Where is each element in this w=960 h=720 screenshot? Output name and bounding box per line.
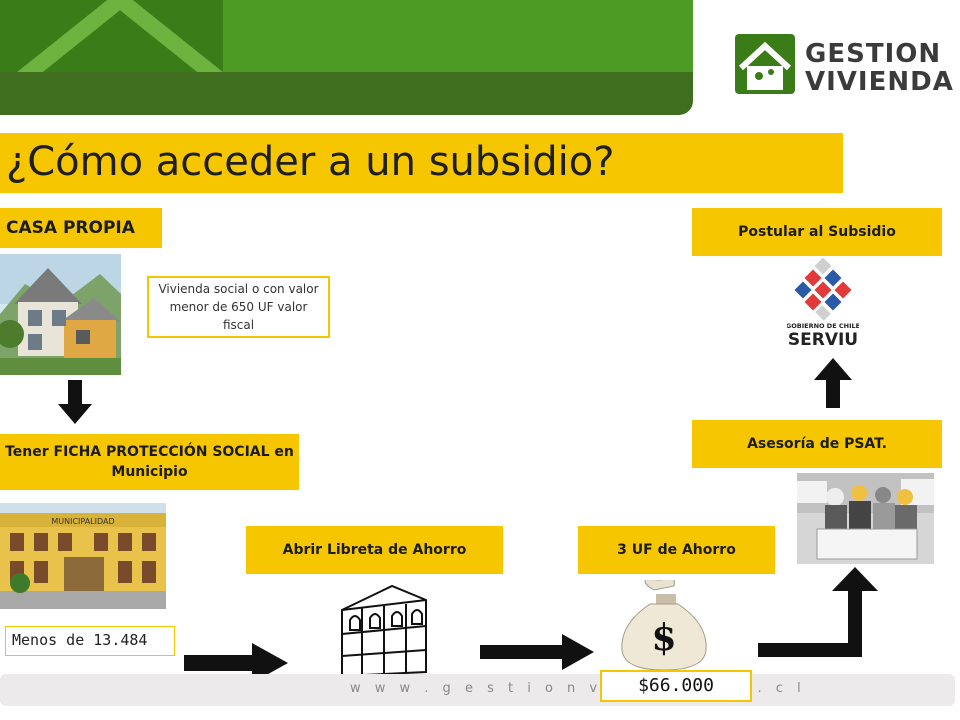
svg-text:$: $ — [651, 617, 676, 659]
brand-logo[interactable]: GESTION VIVIENDA — [733, 30, 953, 100]
arrow-down-icon — [58, 380, 92, 424]
serviu-logo: GOBIERNO DE CHILE SERVIU — [787, 258, 859, 350]
arrow-up-icon — [758, 567, 878, 657]
abrir-libreta-label: Abrir Libreta de Ahorro — [246, 526, 503, 574]
tres-uf-label: 3 UF de Ahorro — [578, 526, 775, 574]
arrow-right-icon-2 — [480, 634, 594, 670]
brand-name: GESTION VIVIENDA — [805, 40, 954, 96]
monto-ahorro-box: $66.000 — [600, 670, 752, 702]
menos-puntaje-label: Menos de 13.484 — [5, 626, 175, 656]
brand-line-2: VIVIENDA — [805, 67, 954, 97]
serviu-text: SERVIU — [788, 330, 858, 350]
vivienda-note: Vivienda social o con valor menor de 650… — [147, 276, 330, 338]
title-bar: ¿Cómo acceder a un subsidio? — [0, 133, 843, 193]
footer-bar: w w w . g e s t i o n v i v i e n d a . … — [0, 674, 955, 706]
house-image — [0, 254, 121, 375]
psat-meeting-image — [797, 473, 934, 564]
arrow-right-icon — [184, 643, 288, 683]
brand-line-1: GESTION — [805, 39, 942, 69]
serviu-gobierno-text: GOBIERNO DE CHILE — [787, 322, 859, 330]
asesoria-psat-label: Asesoría de PSAT. — [692, 420, 942, 468]
casa-propia-label: CASA PROPIA — [0, 208, 162, 248]
postular-subsidio-label: Postular al Subsidio — [692, 208, 942, 256]
page-title: ¿Cómo acceder a un subsidio? — [6, 139, 615, 185]
house-logo-icon — [735, 34, 795, 94]
header-banner — [0, 0, 693, 115]
arrow-up-straight-icon — [814, 358, 852, 408]
bank-building-image — [322, 580, 442, 686]
house-roof-icon — [17, 0, 223, 72]
money-bag-image: $ — [621, 580, 707, 671]
municipalidad-image: MUNICIPALIDAD — [0, 503, 166, 609]
ficha-proteccion-label: Tener FICHA PROTECCIÓN SOCIAL en Municip… — [0, 434, 299, 490]
municipalidad-sign: MUNICIPALIDAD — [51, 517, 114, 526]
